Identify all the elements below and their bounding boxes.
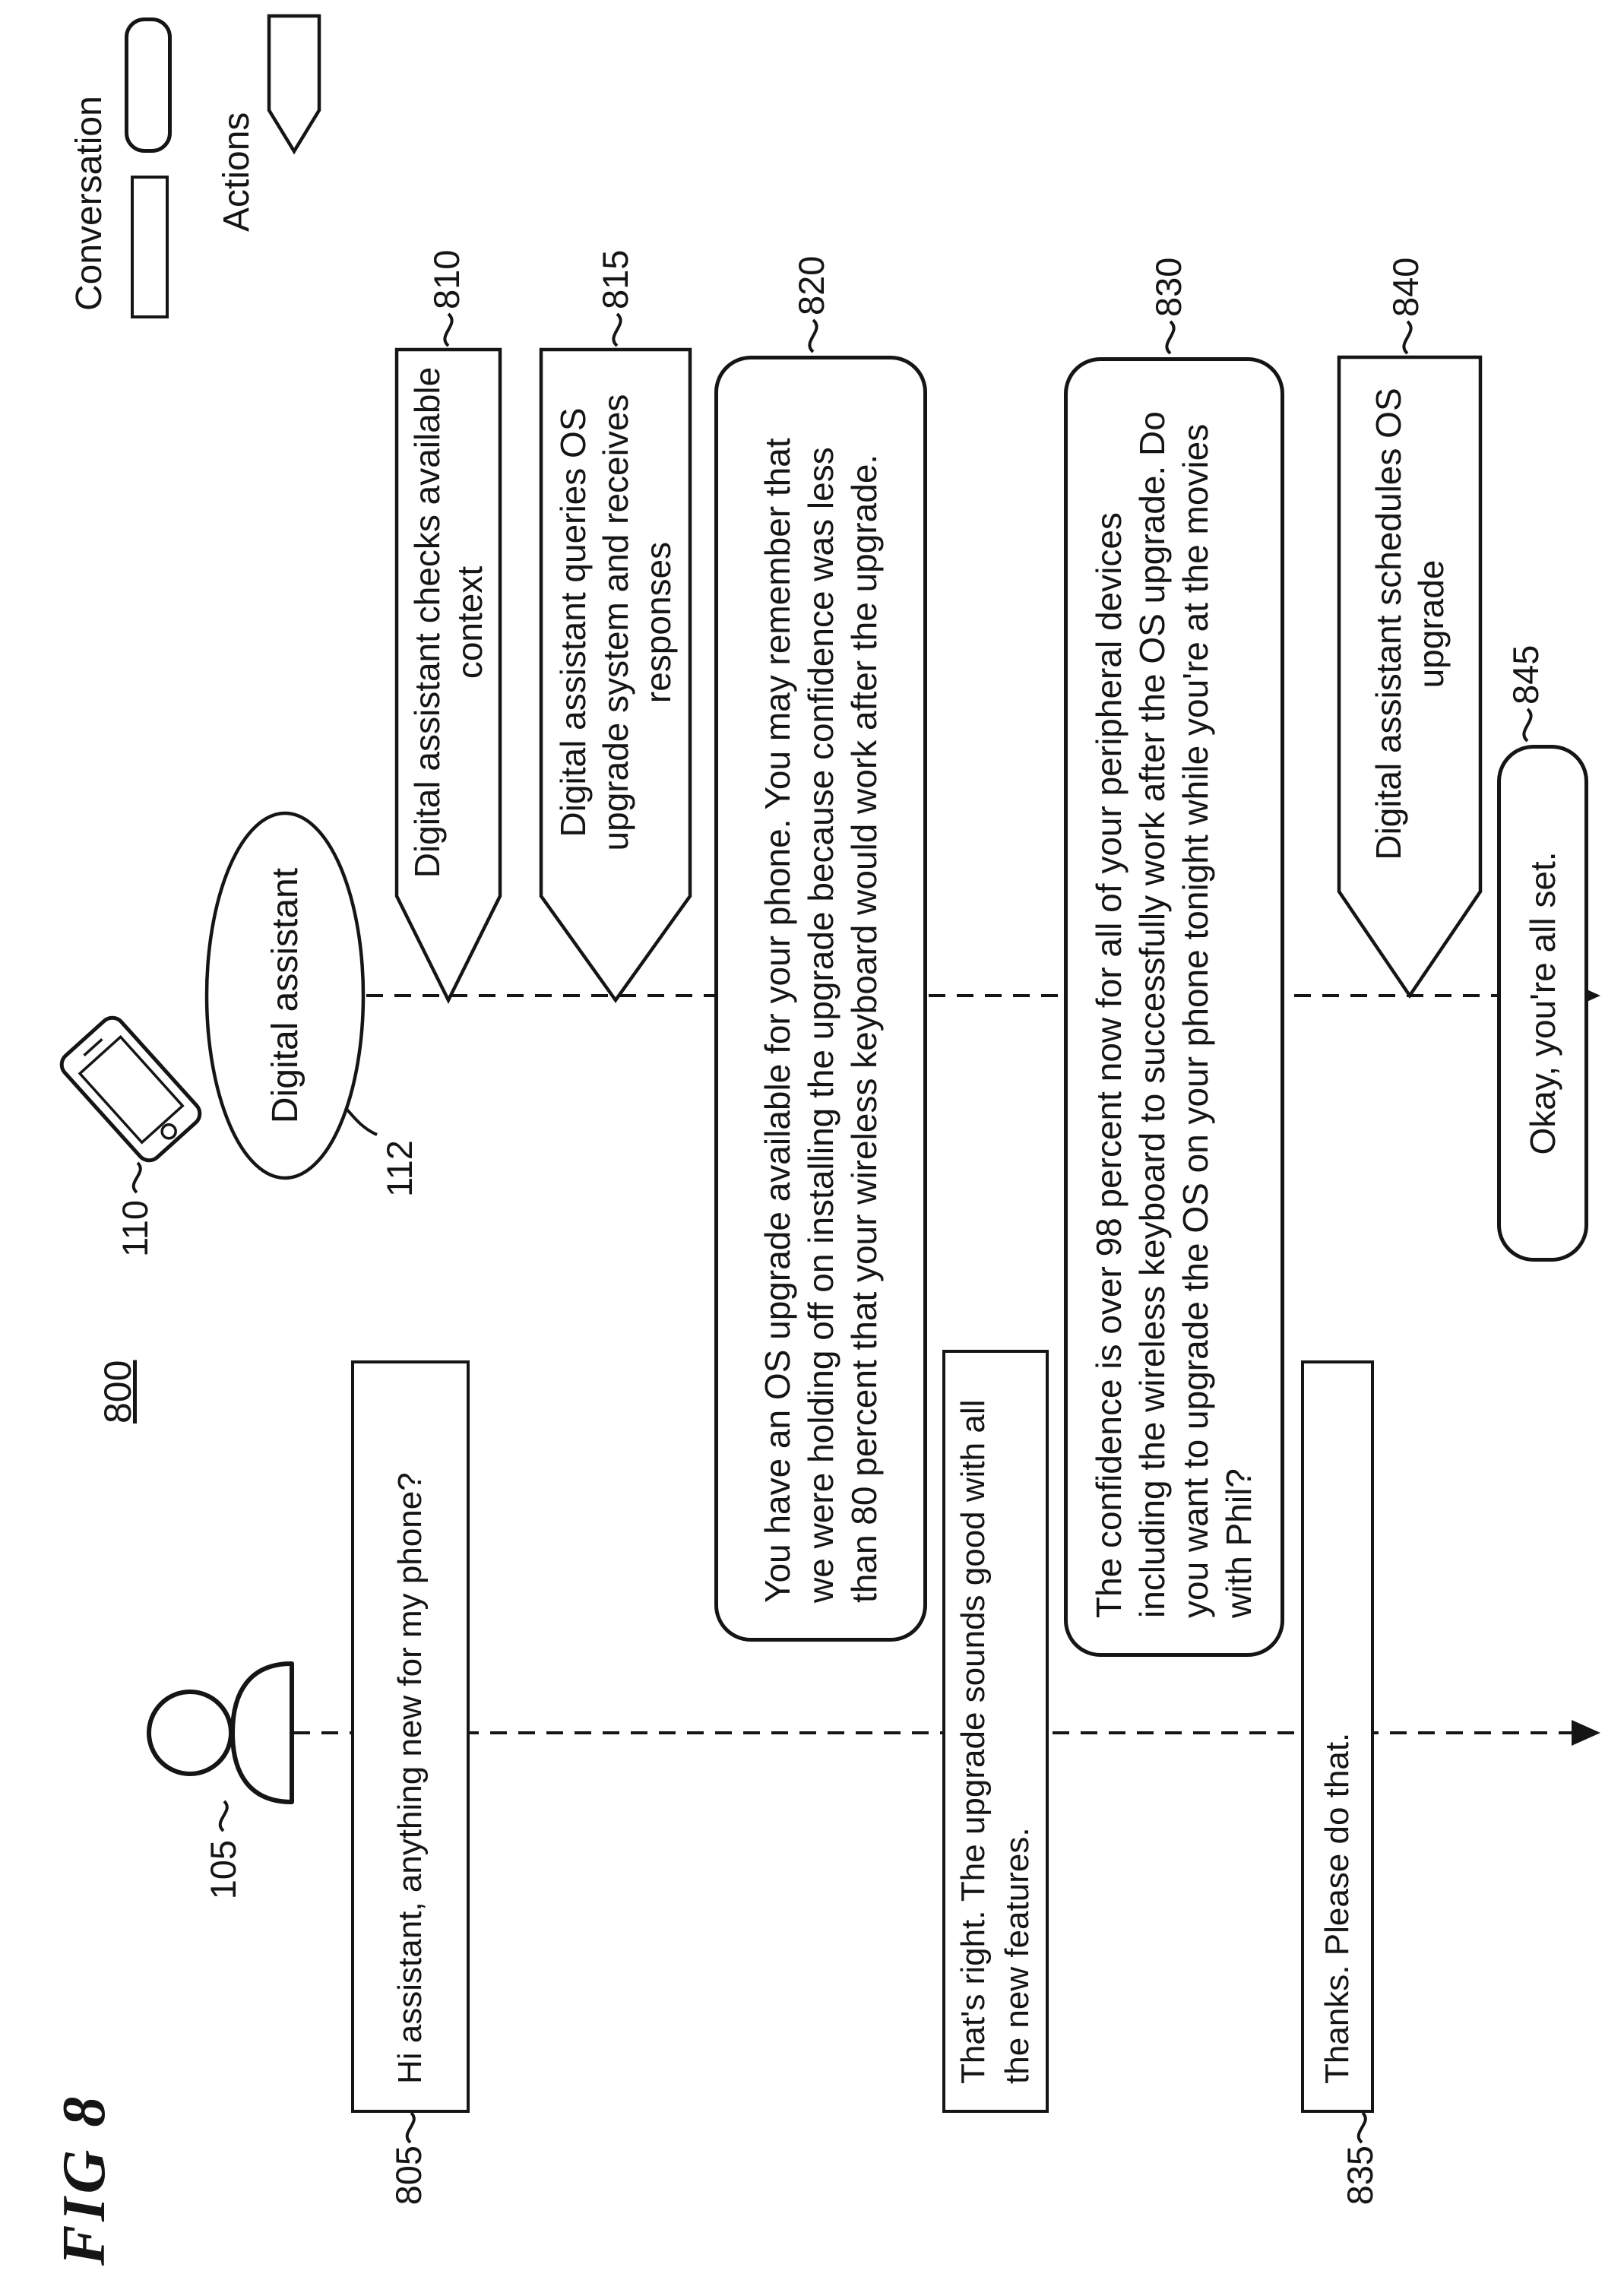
action-815-label: Digital assistant queries OS upgrade sys… — [553, 394, 678, 851]
action-810-label: Digital assistant checks available conte… — [407, 366, 489, 879]
ref-845: 845 — [1505, 644, 1546, 705]
leader-110 — [131, 1161, 142, 1194]
assistant-message-845: Okay, you're all set. — [1497, 745, 1588, 1262]
legend-actions-shape — [267, 14, 321, 155]
user-message-thats-right: That's right. The upgrade sounds good wi… — [942, 1350, 1049, 2113]
assistant-message-820: You have an OS upgrade available for you… — [714, 356, 927, 1642]
action-815-arrow-shape — [539, 347, 692, 1003]
ref-112: 112 — [379, 1140, 419, 1197]
leader-105 — [218, 1800, 229, 1832]
ref-105: 105 — [203, 1840, 243, 1900]
figure-title: FIG 8 — [51, 2092, 118, 2266]
leader-820 — [808, 318, 818, 353]
user-lifeline-arrowhead-icon — [1572, 1720, 1600, 1746]
action-840-label: Digital assistant schedules OS upgrade — [1369, 388, 1451, 860]
leader-815 — [612, 312, 622, 347]
leader-840 — [1402, 320, 1413, 355]
leader-810 — [443, 312, 454, 347]
assistant-message-830: The confidence is over 98 percent now fo… — [1064, 357, 1284, 1657]
action-810-arrow-shape — [394, 347, 502, 1005]
leader-845 — [1522, 708, 1533, 743]
phone-icon — [59, 1015, 202, 1163]
ref-815: 815 — [595, 249, 635, 309]
assistant-participant-label: Digital assistant — [264, 867, 305, 1124]
ref-840: 840 — [1385, 257, 1426, 317]
leader-835 — [1356, 2111, 1367, 2144]
action-840-arrow-shape — [1337, 355, 1483, 999]
ref-110: 110 — [115, 1200, 155, 1257]
user-message-835: Thanks. Please do that. — [1301, 1360, 1374, 2113]
legend-actions-label: Actions — [217, 112, 257, 232]
figure-reference-number: 800 — [97, 1360, 139, 1424]
ref-820: 820 — [791, 255, 831, 315]
legend-conversation-rect-shape — [131, 176, 169, 318]
leader-805 — [405, 2111, 416, 2144]
assistant-ellipse — [204, 811, 366, 1180]
leader-830 — [1165, 320, 1176, 355]
ref-810: 810 — [426, 249, 467, 309]
user-icon — [147, 1661, 294, 1804]
ref-830: 830 — [1148, 257, 1189, 317]
legend-conversation-rounded-shape — [125, 17, 172, 153]
ref-835: 835 — [1340, 2146, 1380, 2206]
ref-805: 805 — [388, 2146, 429, 2206]
legend-conversation-label: Conversation — [69, 96, 109, 311]
user-message-805: Hi assistant, anything new for my phone? — [351, 1360, 470, 2113]
leader-112 — [345, 1107, 378, 1136]
